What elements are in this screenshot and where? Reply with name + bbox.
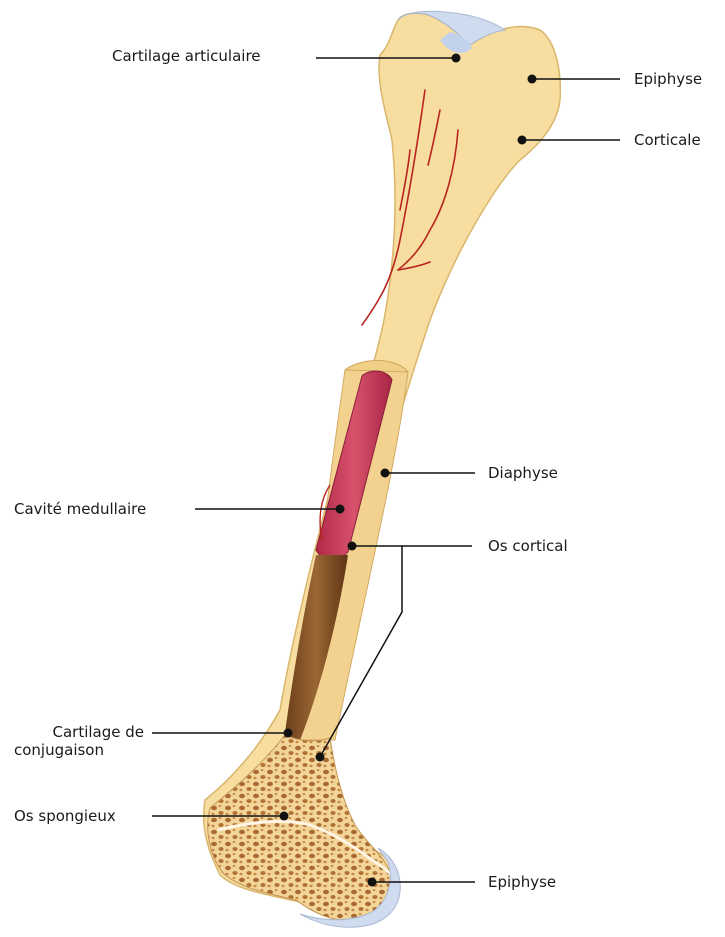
- label-epiphyse-bottom: Epiphyse: [488, 873, 556, 891]
- spongy-bone: [208, 735, 393, 921]
- label-cartilage-de-conjugaison-line2: conjugaison: [14, 741, 144, 759]
- label-diaphyse: Diaphyse: [488, 464, 558, 482]
- label-epiphyse-top: Epiphyse: [634, 70, 702, 88]
- label-cartilage-de-conjugaison-line1: Cartilage de: [14, 723, 144, 741]
- label-os-spongieux: Os spongieux: [14, 807, 116, 825]
- label-cartilage-de-conjugaison: Cartilage de conjugaison: [14, 723, 144, 759]
- label-cavite-medullaire: Cavité medullaire: [14, 500, 146, 518]
- label-corticale: Corticale: [634, 131, 701, 149]
- label-os-cortical: Os cortical: [488, 537, 568, 555]
- label-cartilage-articulaire: Cartilage articulaire: [112, 47, 261, 65]
